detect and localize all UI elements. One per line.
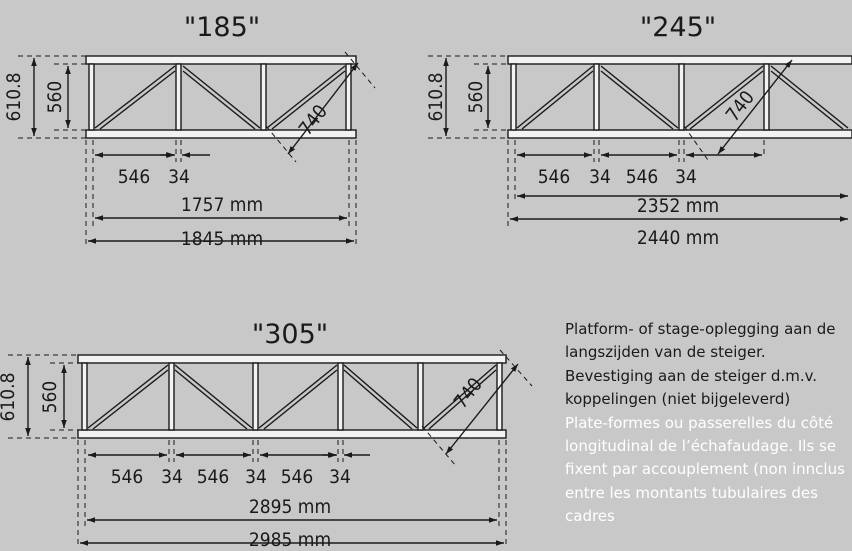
truss-185: "185" — [3, 12, 376, 250]
description-french: Plate-formes ou passerelles du côté long… — [565, 412, 852, 529]
description-nl-line: langszijden van de steiger. — [565, 343, 766, 362]
truss-305-diagonal: 740 — [450, 374, 487, 413]
truss-245: "245" — [425, 12, 852, 249]
truss-245-post-1: 34 — [589, 166, 611, 188]
truss-245-frame — [507, 55, 852, 139]
truss-305-post-1: 34 — [161, 466, 183, 488]
truss-245-outer-length: 2440 mm — [637, 227, 719, 249]
description-fr-line: entre les montants tubulaires des — [565, 483, 818, 502]
truss-305: "305" — [0, 319, 533, 551]
truss-305-bay-3: 546 — [281, 466, 314, 488]
description-fr-line: cadres — [565, 507, 615, 526]
truss-245-bay-2: 546 — [626, 166, 659, 188]
truss-185-bay: 546 — [118, 166, 151, 188]
description-dutch: Platform- of stage-oplegging aan de lang… — [565, 318, 852, 412]
truss-185-outer-length: 1845 mm — [181, 228, 263, 250]
truss-305-dimension-lines — [25, 357, 519, 546]
description-nl-line: Bevestiging aan de steiger d.m.v. — [565, 366, 818, 385]
truss-245-inner-height: 560 — [465, 81, 487, 114]
truss-305-frame — [77, 354, 507, 439]
truss-185-extension-lines — [18, 51, 376, 248]
truss-305-extension-lines — [8, 349, 533, 548]
truss-305-post-2: 34 — [245, 466, 267, 488]
description-fr-line: fixent par accouplement (non innclus — [565, 460, 845, 479]
truss-305-outer-height: 610.8 — [0, 373, 19, 422]
truss-305-bay-1: 546 — [111, 466, 144, 488]
truss-185-post: 34 — [168, 166, 190, 188]
description-block: Platform- of stage-oplegging aan de lang… — [565, 318, 852, 529]
description-fr-line: longitudinal de l’échafaudage. Ils se — [565, 437, 837, 456]
description-nl-line: koppelingen (niet bijgeleverd) — [565, 390, 791, 409]
description-fr-line: Plate-formes ou passerelles du côté — [565, 413, 834, 432]
truss-185-outer-height: 610.8 — [3, 73, 25, 122]
truss-245-bay-1: 546 — [538, 166, 571, 188]
truss-245-diagonal: 740 — [722, 87, 759, 126]
truss-185-inner-height: 560 — [44, 81, 66, 114]
truss-245-inner-length: 2352 mm — [637, 195, 719, 217]
truss-305-outer-length: 2985 mm — [249, 529, 331, 551]
truss-305-title: "305" — [252, 319, 328, 350]
truss-245-post-2: 34 — [675, 166, 697, 188]
truss-305-post-3: 34 — [329, 466, 351, 488]
truss-245-outer-height: 610.8 — [425, 73, 447, 122]
truss-185-title: "185" — [184, 12, 260, 43]
truss-245-title: "245" — [640, 12, 716, 43]
truss-185-dimension-lines — [31, 58, 359, 244]
truss-305-inner-height: 560 — [39, 381, 61, 414]
truss-185-inner-length: 1757 mm — [181, 194, 263, 216]
truss-245-dimension-lines — [443, 58, 848, 222]
truss-305-bay-2: 546 — [197, 466, 230, 488]
description-nl-line: Platform- of stage-oplegging aan de — [565, 320, 836, 338]
truss-305-inner-length: 2895 mm — [249, 496, 331, 518]
